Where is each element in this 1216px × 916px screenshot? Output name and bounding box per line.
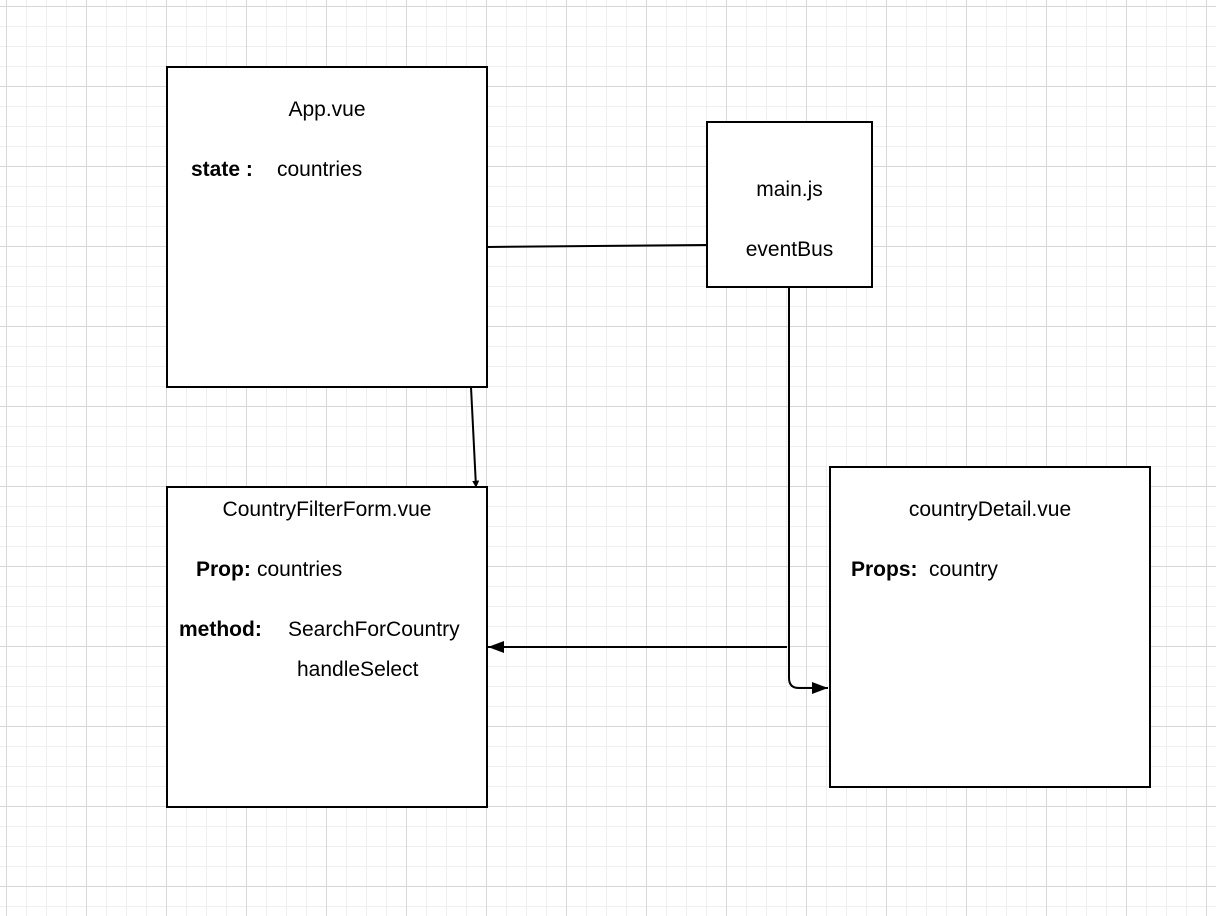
country-filter-form-node[interactable]: CountryFilterForm.vue Prop: countries me… <box>166 486 488 808</box>
edge-app-to-filter-form[interactable] <box>470 386 480 488</box>
arrowhead-detail <box>812 682 828 694</box>
app-state-label: state : <box>191 158 253 181</box>
main-js-title: main.js <box>756 178 823 201</box>
main-js-event-bus: eventBus <box>745 238 834 261</box>
app-vue-node[interactable]: App.vue state : countries <box>166 66 488 388</box>
country-detail-title: countryDetail.vue <box>908 498 1072 521</box>
main-js-node[interactable]: main.js eventBus <box>706 121 873 288</box>
filter-form-method-label: method: <box>179 618 262 641</box>
filter-form-method-search: SearchForCountry <box>288 618 460 641</box>
country-detail-props-value: country <box>929 558 998 581</box>
app-state-value: countries <box>277 158 363 181</box>
edge-app-to-main[interactable] <box>486 244 708 248</box>
filter-form-method-handle-select: handleSelect <box>297 658 419 681</box>
arrowhead-filter-form <box>488 641 504 653</box>
filter-form-prop-label: Prop: <box>196 558 251 581</box>
edge-main-to-detail[interactable] <box>788 287 828 689</box>
app-vue-title: App.vue <box>288 98 366 121</box>
country-detail-node[interactable]: countryDetail.vue Props: country <box>829 466 1151 788</box>
country-filter-form-title: CountryFilterForm.vue <box>222 498 432 521</box>
filter-form-prop-value: countries <box>257 558 343 581</box>
country-detail-props-label: Props: <box>851 558 918 581</box>
